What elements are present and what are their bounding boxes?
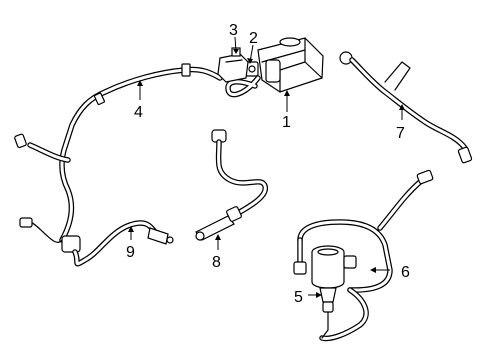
part-3-bracket [217, 47, 249, 83]
part-8-oxygen-sensor [195, 129, 268, 241]
part-6-hose-assembly [293, 169, 434, 342]
leader-lines [128, 36, 405, 298]
part-9-sensor-harness [61, 220, 174, 267]
part-5-leak-detection-pump [311, 245, 357, 339]
callout-4: 4 [134, 104, 143, 121]
callout-5: 5 [294, 289, 303, 306]
callout-1: 1 [282, 114, 291, 131]
part-2-purge-valve [245, 61, 259, 77]
callout-2: 2 [249, 30, 258, 47]
part-1-vapor-canister [225, 37, 324, 98]
part-4-wiring-harness [14, 63, 223, 243]
callout-9: 9 [126, 244, 135, 261]
part-7-vent-tube [339, 51, 473, 164]
callout-8: 8 [212, 254, 221, 271]
callout-6: 6 [401, 264, 410, 281]
callout-7: 7 [396, 125, 405, 142]
callout-3: 3 [229, 22, 238, 39]
